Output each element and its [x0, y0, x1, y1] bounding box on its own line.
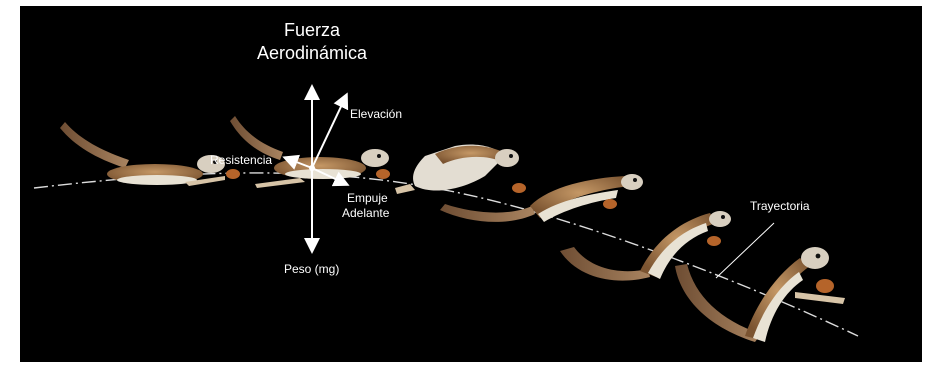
photo-area: Fuerza Aerodinámica Elevación Resistenci… [20, 6, 922, 362]
thrust-label-line-2: Adelante [342, 206, 389, 220]
trajectory-label: Trayectoria [750, 199, 810, 213]
weight-label: Peso (mg) [284, 262, 339, 276]
title-line-2: Aerodinámica [232, 43, 392, 64]
glide-illustration [20, 6, 922, 362]
squirrel-frame-3 [395, 144, 526, 194]
squirrel-frame-2 [230, 116, 390, 188]
title-line-1: Fuerza [232, 20, 392, 41]
drag-label: Resistencia [210, 153, 272, 167]
trajectory-leader [716, 223, 774, 278]
squirrel-frame-6 [675, 247, 845, 342]
lift-label: Elevación [350, 107, 402, 121]
trajectory-line [34, 173, 858, 336]
center-of-mass [309, 165, 315, 171]
thrust-label-line-1: Empuje [347, 191, 388, 205]
lift-arrow [312, 96, 346, 168]
